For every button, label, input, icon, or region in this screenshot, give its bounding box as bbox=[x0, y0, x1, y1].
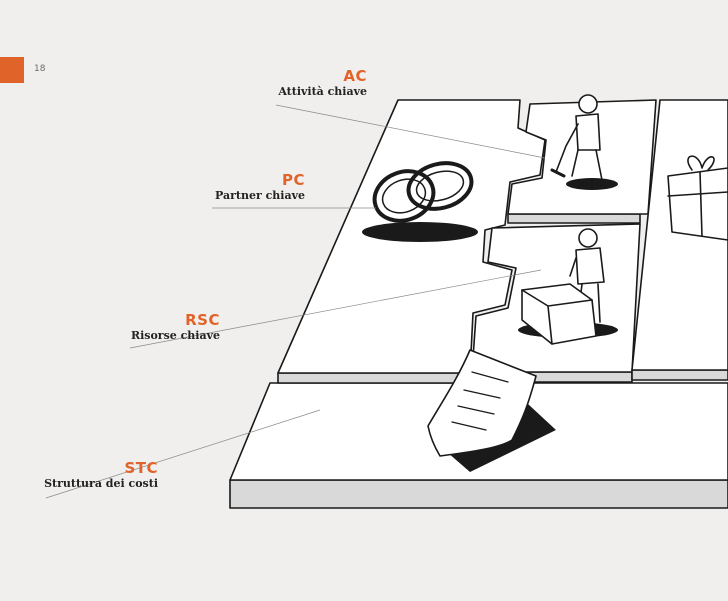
rsc-leader-line bbox=[129, 269, 542, 349]
rings-icon bbox=[362, 161, 478, 242]
invoice-document-icon bbox=[427, 349, 556, 472]
rsc-label: Risorse chiave bbox=[130, 328, 220, 342]
person-with-crates-icon bbox=[518, 228, 618, 345]
ac-label: Attività chiave bbox=[278, 84, 367, 98]
stc-label: Struttura dei costi bbox=[44, 476, 158, 490]
pc-code: PC bbox=[281, 171, 305, 189]
stc-code: STC bbox=[124, 459, 158, 477]
key-activities-tile bbox=[507, 99, 657, 224]
rsc-code: RSC bbox=[185, 311, 220, 329]
ac-leader-line bbox=[275, 104, 546, 159]
value-proposition-tile bbox=[631, 99, 728, 381]
stc-leader-line bbox=[45, 409, 321, 499]
ac-code: AC bbox=[343, 67, 367, 85]
worker-digging-icon bbox=[550, 94, 618, 190]
pc-callout: PC Partner chiave bbox=[215, 172, 305, 202]
stc-callout: STC Struttura dei costi bbox=[44, 460, 158, 490]
rsc-callout: RSC Risorse chiave bbox=[131, 312, 220, 342]
leader-lines bbox=[45, 104, 546, 499]
chapter-tab bbox=[0, 57, 24, 83]
gift-icon bbox=[667, 155, 728, 241]
page-number: 18 bbox=[34, 64, 46, 74]
ac-callout: AC Attività chiave bbox=[278, 68, 367, 98]
pc-label: Partner chiave bbox=[215, 188, 305, 202]
